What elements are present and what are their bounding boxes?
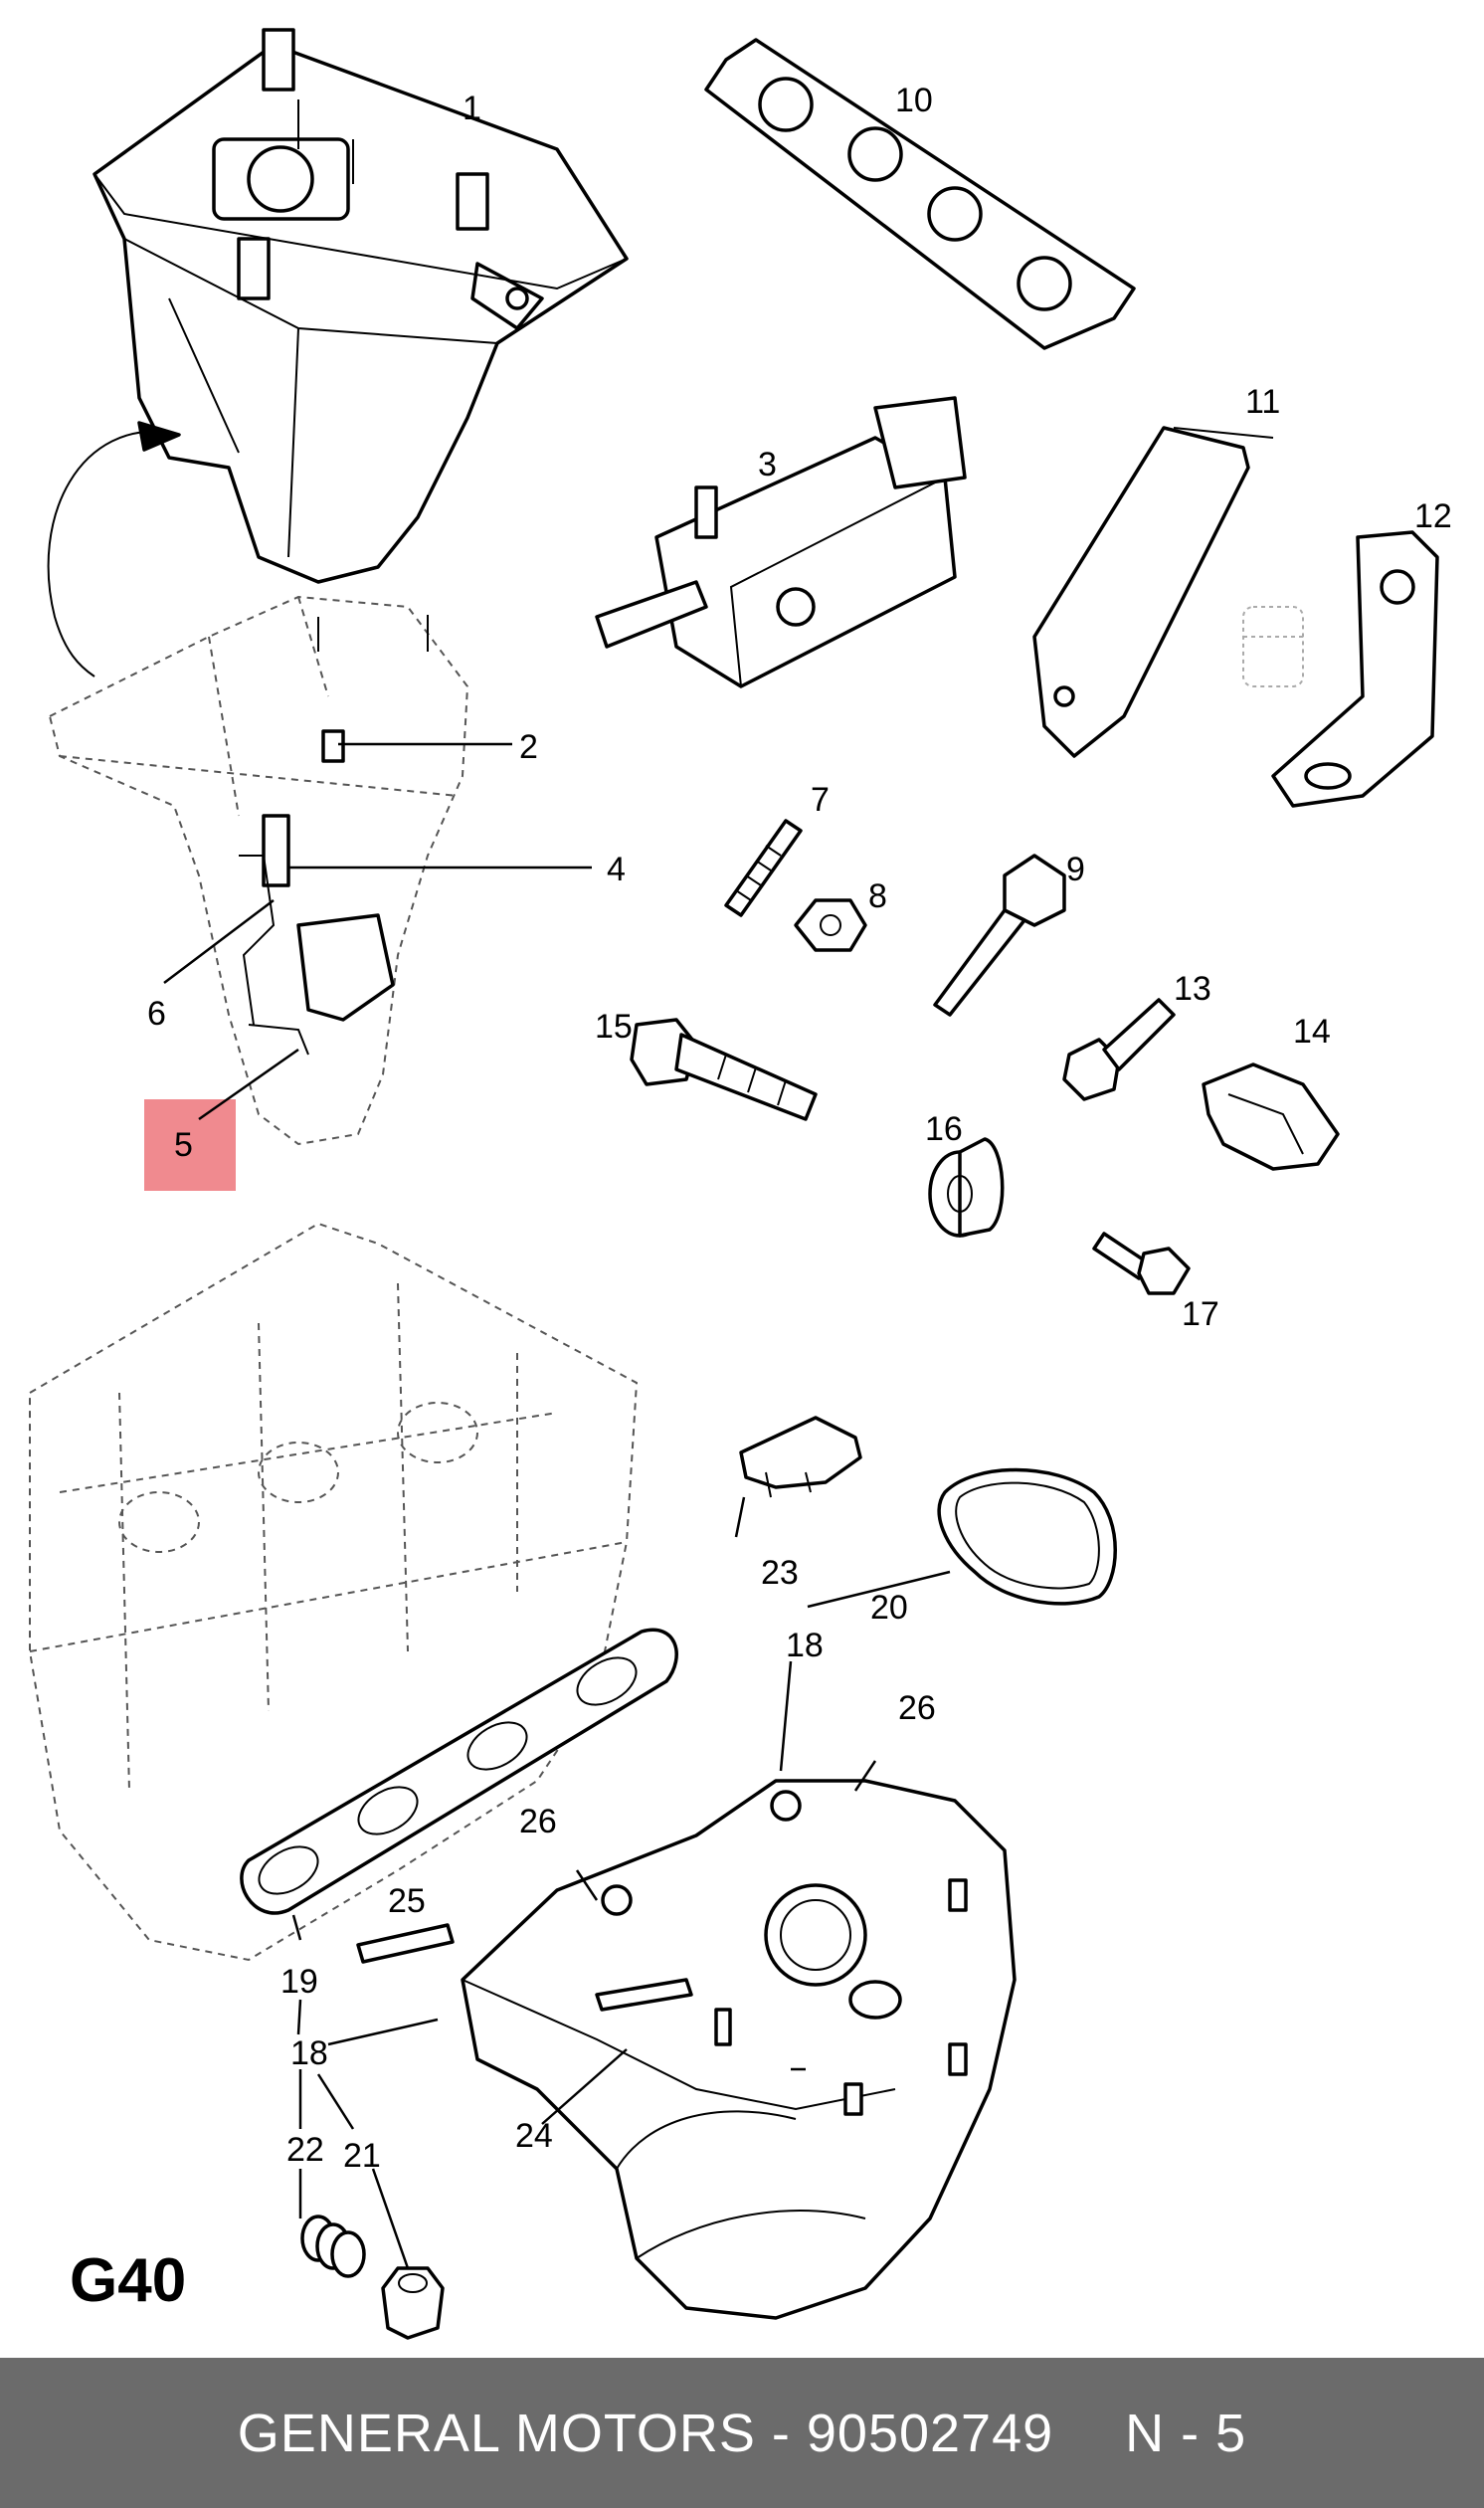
footer-separator: - [755, 2403, 807, 2463]
callout-15: 15 [595, 1008, 633, 1046]
part-17-small-bolt [1092, 1232, 1191, 1295]
callout-8: 8 [868, 877, 887, 915]
callout-26-left: 26 [519, 1803, 557, 1840]
part-13-bolt [1062, 998, 1176, 1101]
callout-13: 13 [1174, 970, 1211, 1008]
callout-10: 10 [895, 82, 933, 119]
detail-view-manifold [48, 595, 469, 1146]
highlight-part-5 [144, 1099, 236, 1191]
part-16-bushing [928, 1137, 1005, 1238]
footer-bar: GENERAL MOTORS - 90502749 N - 5 [0, 2358, 1484, 2508]
callout-6: 6 [147, 995, 166, 1033]
callout-17: 17 [1182, 1295, 1219, 1333]
part-11-bracket [1032, 426, 1274, 758]
part-8-nut [794, 898, 867, 952]
callout-9: 9 [1066, 851, 1085, 888]
leader-lines [163, 742, 951, 2269]
part-12-angle-bracket [1242, 530, 1439, 808]
part-7-stud [724, 819, 803, 917]
callout-1: 1 [463, 90, 481, 127]
callout-2: 2 [519, 728, 538, 766]
part-14-clip [1202, 1062, 1340, 1171]
callout-5: 5 [174, 1126, 193, 1164]
callout-25: 25 [388, 1882, 426, 1920]
part-10-exhaust-gasket [704, 38, 1136, 350]
arrow-head [137, 421, 181, 452]
callout-20: 20 [870, 1589, 908, 1627]
part-23-sensor [739, 1416, 862, 1498]
callout-14: 14 [1293, 1013, 1331, 1051]
callout-3: 3 [758, 446, 777, 483]
engine-block-ghost [29, 1222, 639, 1962]
callout-21: 21 [343, 2137, 381, 2175]
footer-page-ref: N - 5 [1125, 2403, 1247, 2463]
part-3-solenoid-valve [595, 396, 967, 688]
part-1-intake-manifold-upper [93, 28, 629, 584]
part-20-throttle-gasket [937, 1467, 1117, 1606]
callout-19: 19 [280, 1963, 318, 2001]
callout-18-left: 18 [290, 2034, 328, 2072]
callout-26-right: 26 [898, 1689, 936, 1727]
part-9-bolt [933, 854, 1066, 1017]
footer-part-number: 90502749 [806, 2403, 1054, 2463]
exploded-parts-diagram: 1 10 3 11 12 2 4 6 5 7 8 9 13 15 14 16 1… [29, 28, 1452, 2340]
callout-18-top: 18 [786, 1627, 824, 1664]
part-25-stud [356, 1923, 455, 1964]
callout-11: 11 [1245, 383, 1280, 421]
callout-7: 7 [811, 781, 830, 819]
callout-22: 22 [286, 2131, 324, 2169]
part-22-o-rings [300, 2215, 366, 2278]
callout-24: 24 [515, 2117, 553, 2155]
footer-brand: GENERAL MOTORS [237, 2403, 756, 2463]
callout-labels: 1 10 3 11 12 2 4 6 5 7 8 9 13 15 14 16 1… [147, 82, 1452, 2175]
callout-23: 23 [761, 1554, 799, 1592]
callout-16: 16 [925, 1110, 963, 1148]
diagram-code: G40 [70, 2246, 186, 2315]
part-24-intake-manifold-lower [461, 1779, 1017, 2320]
arrow-curve [47, 430, 175, 677]
part-21-nut [381, 2266, 445, 2340]
callout-12: 12 [1414, 497, 1452, 535]
part-15-long-bolt [630, 1018, 818, 1121]
callout-4: 4 [607, 851, 626, 888]
part-19-intake-gasket [240, 1628, 678, 1915]
